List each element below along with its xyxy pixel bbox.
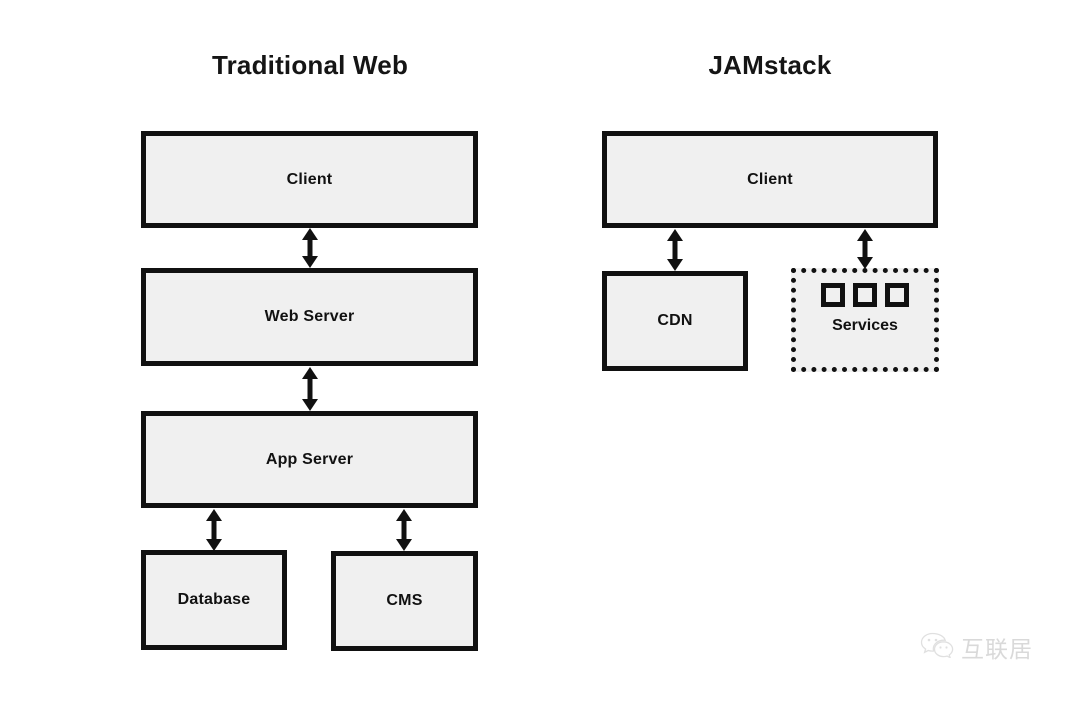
node-cdn[interactable]: CDN bbox=[602, 271, 748, 371]
node-web-server[interactable]: Web Server bbox=[141, 268, 478, 366]
watermark: 互联居 bbox=[920, 627, 1060, 667]
node-label: App Server bbox=[265, 450, 354, 468]
service-icon-row bbox=[796, 283, 934, 307]
node-client-jamstack[interactable]: Client bbox=[602, 131, 938, 228]
node-label: CDN bbox=[657, 312, 693, 329]
node-database[interactable]: Database bbox=[141, 550, 287, 650]
service-square-icon bbox=[853, 283, 877, 307]
arrow-app-server-to-database bbox=[204, 509, 224, 551]
node-label: Client bbox=[747, 170, 793, 188]
column-title-traditional-web: Traditional Web bbox=[211, 50, 409, 80]
node-label: Client bbox=[286, 170, 333, 188]
arrow-client-to-services bbox=[855, 229, 875, 269]
node-label: Web Server bbox=[264, 308, 355, 325]
watermark-text: 互联居 bbox=[961, 637, 1033, 663]
node-label: Database bbox=[177, 591, 251, 608]
node-label: CMS bbox=[386, 592, 423, 609]
wechat-icon bbox=[920, 632, 954, 663]
arrow-client-to-cdn bbox=[665, 229, 685, 271]
node-app-server[interactable]: App Server bbox=[141, 411, 478, 508]
arrow-web-server-to-app-server bbox=[300, 367, 320, 411]
node-cms[interactable]: CMS bbox=[331, 551, 478, 651]
node-client-traditional[interactable]: Client bbox=[141, 131, 478, 228]
arrow-client-to-web-server bbox=[300, 228, 320, 268]
arrow-app-server-to-cms bbox=[394, 509, 414, 551]
node-services-group[interactable]: Services bbox=[791, 268, 939, 372]
column-title-jamstack: JAMstack bbox=[708, 50, 832, 80]
service-square-icon bbox=[821, 283, 845, 307]
node-label: Services bbox=[832, 317, 898, 334]
service-square-icon bbox=[885, 283, 909, 307]
